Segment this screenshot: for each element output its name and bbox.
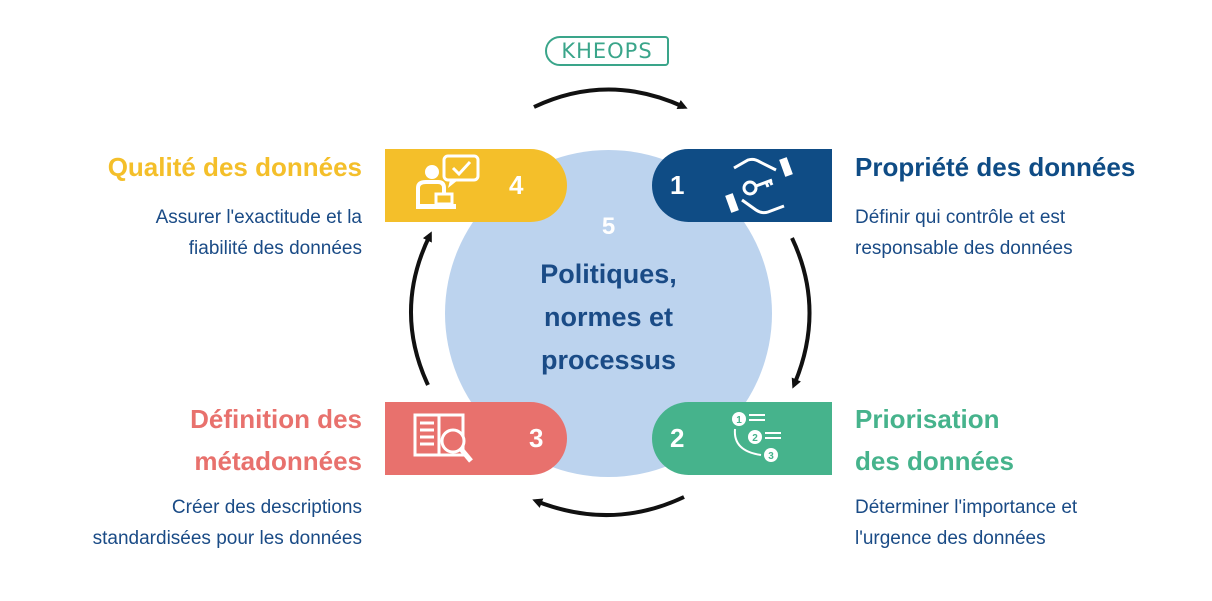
arrow-left bbox=[409, 231, 432, 386]
desc-line: l'urgence des données bbox=[855, 528, 1046, 549]
step-4-text: Qualité des données Assurer l'exactitude… bbox=[0, 146, 362, 264]
numbered-list-icon: 1 2 3 bbox=[700, 402, 820, 475]
step-3-text: Définition des métadonnées Créer des des… bbox=[0, 398, 362, 554]
center-title: Politiques, normes et processus bbox=[445, 253, 772, 382]
center-number: 5 bbox=[601, 213, 616, 240]
step-4-desc: Assurer l'exactitude et la fiabilité des… bbox=[0, 202, 362, 264]
desc-line: Assurer l'exactitude et la bbox=[155, 207, 362, 228]
desc-line: Déterminer l'importance et bbox=[855, 497, 1078, 518]
center-line: normes et bbox=[543, 302, 674, 332]
step-1-title: Propriété des données bbox=[855, 152, 1136, 182]
center-line: Politiques, bbox=[540, 259, 677, 289]
title-line: des données bbox=[855, 446, 1014, 476]
step-3-box: 3 bbox=[385, 402, 567, 475]
title-line: Priorisation bbox=[855, 404, 1000, 434]
step-1-text: Propriété des données Définir qui contrô… bbox=[855, 146, 1205, 264]
svg-text:1: 1 bbox=[736, 415, 742, 426]
title-line: métadonnées bbox=[194, 446, 362, 476]
step-4-title: Qualité des données bbox=[107, 152, 362, 182]
desc-line: fiabilité des données bbox=[188, 238, 362, 259]
step-3-desc: Créer des descriptions standardisées pou… bbox=[0, 492, 362, 554]
desc-line: Définir qui contrôle et est bbox=[855, 207, 1066, 228]
desc-line: standardisées pour les données bbox=[92, 528, 362, 549]
desc-line: responsable des données bbox=[855, 238, 1073, 259]
desc-line: Créer des descriptions bbox=[171, 497, 362, 518]
handshake-key-icon bbox=[700, 149, 820, 222]
person-checkmark-icon bbox=[385, 149, 505, 222]
step-1-box: 1 bbox=[652, 149, 832, 222]
step-4-number: 4 bbox=[509, 170, 524, 200]
svg-text:3: 3 bbox=[768, 451, 774, 462]
step-2-box: 2 1 2 3 bbox=[652, 402, 832, 475]
step-2-desc: Déterminer l'importance et l'urgence des… bbox=[855, 492, 1205, 554]
title-line: Définition des bbox=[190, 404, 362, 434]
step-3-title: Définition des métadonnées bbox=[0, 398, 362, 482]
center-line: processus bbox=[540, 345, 677, 375]
step-1-number: 1 bbox=[670, 170, 685, 200]
kheops-logo: KHEOPS bbox=[545, 36, 669, 66]
arrow-right bbox=[790, 237, 812, 389]
step-3-number: 3 bbox=[529, 423, 544, 453]
arrow-bottom bbox=[532, 495, 685, 518]
svg-text:2: 2 bbox=[752, 433, 758, 444]
arrow-top bbox=[533, 87, 688, 110]
logo-text: KHEOPS bbox=[561, 39, 653, 63]
document-search-icon bbox=[385, 402, 505, 475]
step-2-title: Priorisation des données bbox=[855, 398, 1205, 482]
step-2-text: Priorisation des données Déterminer l'im… bbox=[855, 398, 1205, 554]
step-1-desc: Définir qui contrôle et est responsable … bbox=[855, 202, 1205, 264]
step-4-box: 4 bbox=[385, 149, 567, 222]
step-2-number: 2 bbox=[670, 423, 685, 453]
